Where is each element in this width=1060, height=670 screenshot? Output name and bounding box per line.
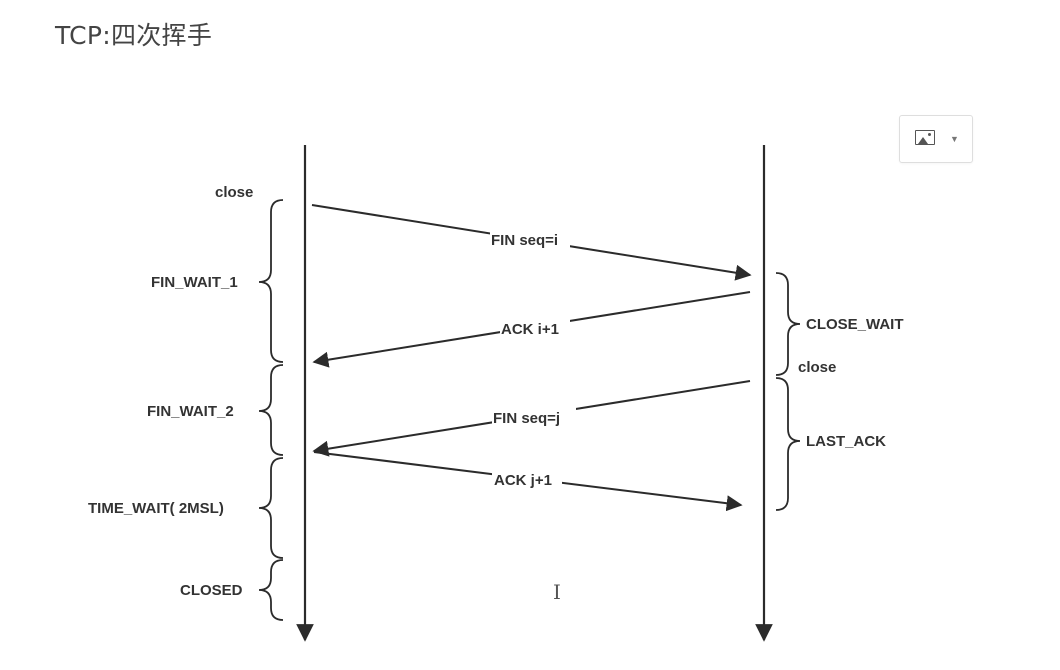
ack-i-label: ACK i+1: [501, 321, 559, 338]
fin-wait-2-brace: [258, 364, 284, 456]
state-closed: CLOSED: [180, 582, 243, 599]
server-close-label: close: [798, 359, 836, 376]
last-ack-brace: [775, 377, 801, 511]
state-close-wait: CLOSE_WAIT: [806, 316, 904, 333]
fin-wait-1-brace: [258, 199, 284, 363]
state-last-ack: LAST_ACK: [806, 433, 886, 450]
close-wait-brace: [775, 272, 801, 376]
image-icon: [915, 130, 935, 145]
fin-i-label: FIN seq=i: [491, 232, 558, 249]
insert-image-button[interactable]: ▼: [899, 115, 973, 163]
state-fin-wait-1: FIN_WAIT_1: [151, 274, 238, 291]
time-wait-brace: [258, 457, 284, 559]
state-fin-wait-2: FIN_WAIT_2: [147, 403, 234, 420]
state-time-wait: TIME_WAIT( 2MSL): [88, 500, 224, 517]
page-title: TCP:四次挥手: [55, 21, 213, 50]
caret-down-icon[interactable]: ▼: [950, 134, 959, 144]
ack-j-label: ACK j+1: [494, 472, 552, 489]
text-cursor-icon: I: [553, 580, 561, 604]
client-close-label: close: [215, 184, 253, 201]
fin-j-label: FIN seq=j: [493, 410, 560, 427]
closed-brace: [258, 559, 284, 621]
